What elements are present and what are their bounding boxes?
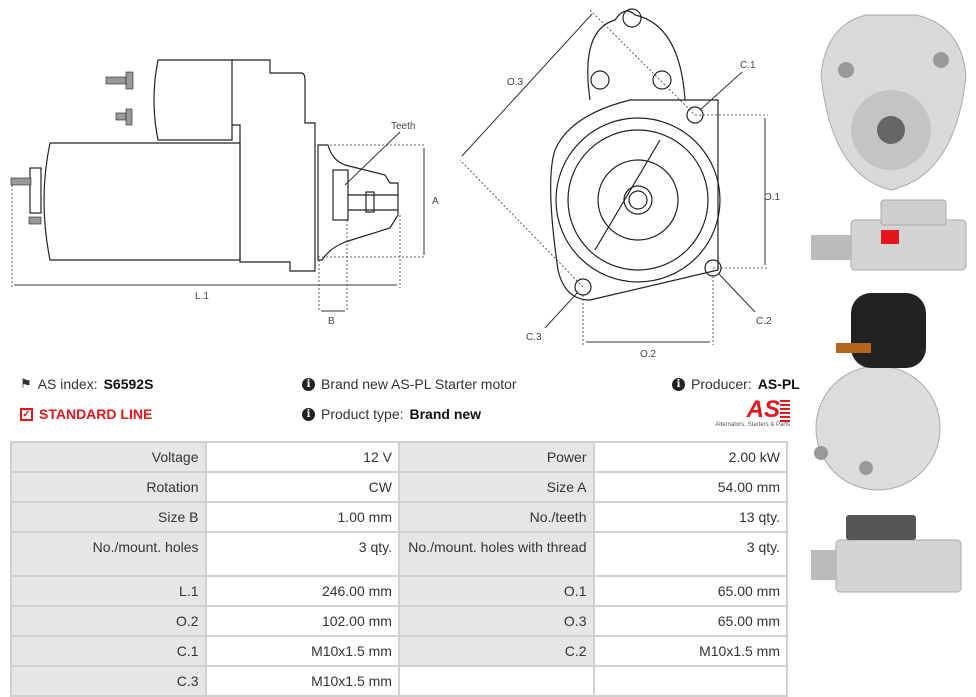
spec-label: Rotation (10, 471, 207, 503)
spec-value: M10x1.5 mm (204, 635, 400, 667)
spec-label: O.3 (397, 605, 595, 637)
spec-label: C.1 (10, 635, 207, 667)
front-view-drawing: O.3 C.1 O.1 C.2 C.3 O.2 (459, 8, 781, 360)
spec-label: L.1 (10, 575, 207, 607)
spec-value: 65.00 mm (592, 575, 788, 607)
spec-label: C.2 (397, 635, 595, 667)
spec-label: No./teeth (397, 501, 595, 533)
as-pl-logo: AS Alternators, Starters & Parts (710, 398, 790, 428)
l1-label: L.1 (195, 291, 209, 302)
info-icon: i (672, 377, 685, 391)
standard-line-badge: ✓ STANDARD LINE (20, 406, 152, 422)
teeth-label: Teeth (391, 121, 415, 132)
spec-label: O.2 (10, 605, 207, 637)
c1-label: C.1 (740, 60, 756, 71)
o1-label: O.1 (764, 192, 781, 203)
spec-value: 3 qty. (204, 531, 400, 577)
c3-label: C.3 (526, 332, 542, 343)
spec-value: CW (204, 471, 400, 503)
o2-label: O.2 (640, 349, 657, 360)
product-photo-rear (806, 288, 971, 498)
tag-icon: ⚑ (20, 376, 32, 391)
spec-value: 2.00 kW (592, 441, 788, 473)
spec-value: 102.00 mm (204, 605, 400, 637)
spec-value: M10x1.5 mm (592, 635, 788, 667)
spec-value: 13 qty. (592, 501, 788, 533)
product-photo-top (806, 510, 971, 600)
spec-label: Size B (10, 501, 207, 533)
side-view-drawing: Teeth A L.1 B (10, 59, 439, 327)
checkbox-icon: ✓ (20, 407, 33, 421)
info-icon: i (302, 407, 315, 421)
spec-label: No./mount. holes with thread (397, 531, 595, 577)
spec-value: 12 V (204, 441, 400, 473)
spec-label: Voltage (10, 441, 207, 473)
as-index: ⚑ AS index:S6592S (20, 376, 154, 392)
product-photo-front (806, 5, 971, 195)
spec-value: 1.00 mm (204, 501, 400, 533)
c2-label: C.2 (756, 316, 772, 327)
b-label: B (328, 316, 335, 327)
o3-label: O.3 (507, 77, 524, 88)
spec-value: 3 qty. (592, 531, 788, 577)
a-label: A (432, 196, 439, 207)
spec-value: 65.00 mm (592, 605, 788, 637)
info-icon: i (302, 377, 315, 391)
spec-value: 54.00 mm (592, 471, 788, 503)
spec-label: No./mount. holes (10, 531, 207, 577)
spec-value: 246.00 mm (204, 575, 400, 607)
spec-label: Power (397, 441, 595, 473)
spec-label: Size A (397, 471, 595, 503)
spec-label: O.1 (397, 575, 595, 607)
product-photo-side (806, 195, 971, 275)
